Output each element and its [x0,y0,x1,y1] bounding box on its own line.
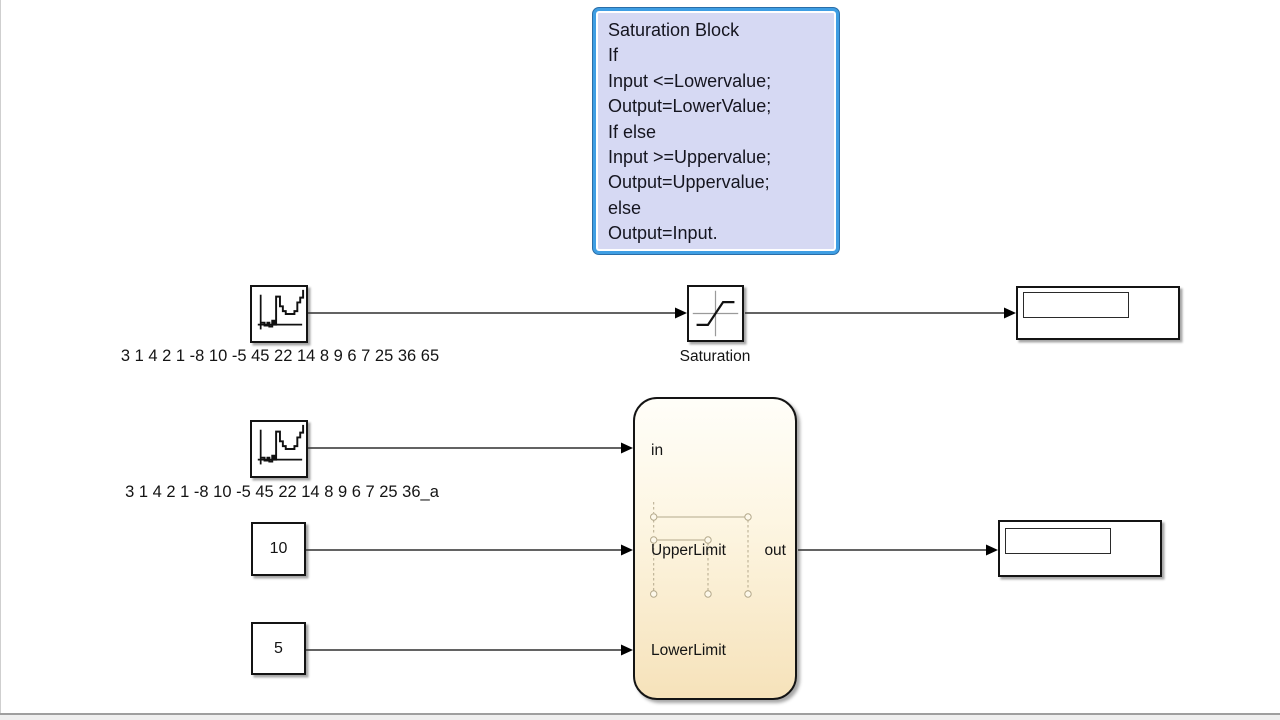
canvas-bottom-separator [0,713,1280,715]
annotation-line: Input >=Uppervalue; [608,147,772,168]
annotation-line: Output=Input. [608,223,718,244]
annotation-note[interactable]: Saturation Block If Input <=Lowervalue; … [593,8,839,254]
constant-upper-value: 10 [269,540,288,557]
arrowhead-into-saturation [675,307,687,319]
display-block-bottom[interactable] [998,520,1162,577]
source-block-top[interactable] [250,285,308,343]
source-block-bottom-label: 3 1 4 2 1 -8 10 -5 45 22 14 8 9 6 7 25 3… [125,483,439,501]
constant-block-lower[interactable]: 5 [251,622,306,675]
saturation-curve-icon [692,290,739,337]
arrowhead-into-display-bottom [986,544,998,556]
annotation-line: Saturation Block [608,20,740,40]
saturation-block[interactable] [687,285,744,342]
subsystem-port-upperlimit-label: UpperLimit [651,542,726,559]
saturation-subsystem-block[interactable]: in UpperLimit LowerLimit out [633,397,797,700]
arrowhead-into-subsystem-in [621,442,633,454]
constant-block-upper[interactable]: 10 [251,522,306,576]
constant-lower-value: 5 [274,639,283,657]
subsystem-port-out-label: out [764,542,786,559]
subsystem-port-in-label: in [651,442,664,459]
arrowhead-into-subsystem-upper [621,544,633,556]
annotation-line: Output=Uppervalue; [608,172,770,193]
stair-signal-icon [257,289,305,330]
arrowhead-into-subsystem-lower [621,644,633,656]
saturation-block-label: Saturation [679,348,751,365]
display-block-top[interactable] [1016,286,1180,340]
subsystem-port-lowerlimit-label: LowerLimit [651,642,726,659]
display-value-field [1005,528,1111,554]
canvas-bottom-strip [0,715,1280,720]
source-block-bottom[interactable] [250,420,308,478]
stair-signal-icon [257,424,305,465]
annotation-line: If else [608,121,657,142]
display-value-field [1023,292,1129,318]
arrowhead-into-display-top [1004,307,1016,319]
annotation-line: Output=LowerValue; [608,96,772,117]
source-block-top-label: 3 1 4 2 1 -8 10 -5 45 22 14 8 9 6 7 25 3… [120,347,440,365]
annotation-line: If [608,45,619,66]
annotation-line: else [608,197,642,218]
canvas-left-edge [0,0,1,713]
annotation-line: Input <=Lowervalue; [608,70,772,91]
